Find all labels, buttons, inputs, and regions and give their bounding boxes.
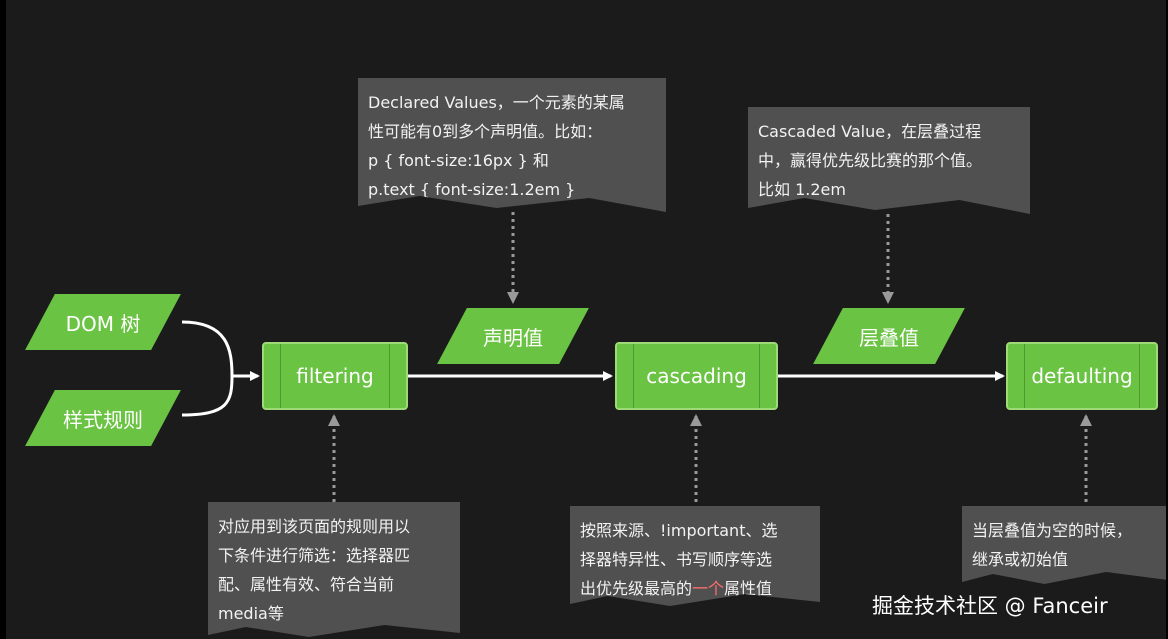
watermark: 掘金技术社区 @ Fanceir [872,594,1108,618]
connector-dom-to-filtering [181,320,234,377]
step-defaulting: defaulting [1006,342,1158,410]
note-filtering: 对应用到该页面的规则用以 下条件进行筛选：选择器匹 配、属性有效、符合当前 me… [208,502,460,639]
value-declared-label: 声明值 [483,325,543,350]
step-cascading: cascading [615,342,778,410]
input-style-rules: 样式规则 [25,390,181,446]
value-cascaded-label: 层叠值 [859,325,919,350]
step-filtering-label: filtering [296,364,374,388]
value-declared: 声明值 [437,308,589,364]
note-cascading-text-end: 属性值 [724,579,773,598]
input-dom-tree: DOM 树 [25,294,181,350]
note-declared-values: Declared Values，一个元素的某属 性可能有0到多个声明值。比如： … [358,78,666,212]
step-filtering: filtering [262,342,408,410]
step-cascading-label: cascading [646,364,747,388]
note-cascading-highlight: 一个 [692,579,725,598]
input-style-rules-label: 样式规则 [63,407,143,432]
note-defaulting: 当层叠值为空的时候， 继承或初始值 [962,506,1168,586]
connector-rules-to-filtering [181,375,234,417]
note-cascaded-value: Cascaded Value，在层叠过程 中，赢得优先级比赛的那个值。 比如 1… [748,107,1030,214]
input-dom-tree-label: DOM 树 [65,311,141,336]
note-cascading-text: 按照来源、!important、选 择器特异性、书写顺序等选 出优先级最高的 [580,521,778,598]
note-cascading: 按照来源、!important、选 择器特异性、书写顺序等选 出优先级最高的一个… [570,506,820,608]
value-cascaded: 层叠值 [813,308,965,364]
step-defaulting-label: defaulting [1031,364,1133,388]
